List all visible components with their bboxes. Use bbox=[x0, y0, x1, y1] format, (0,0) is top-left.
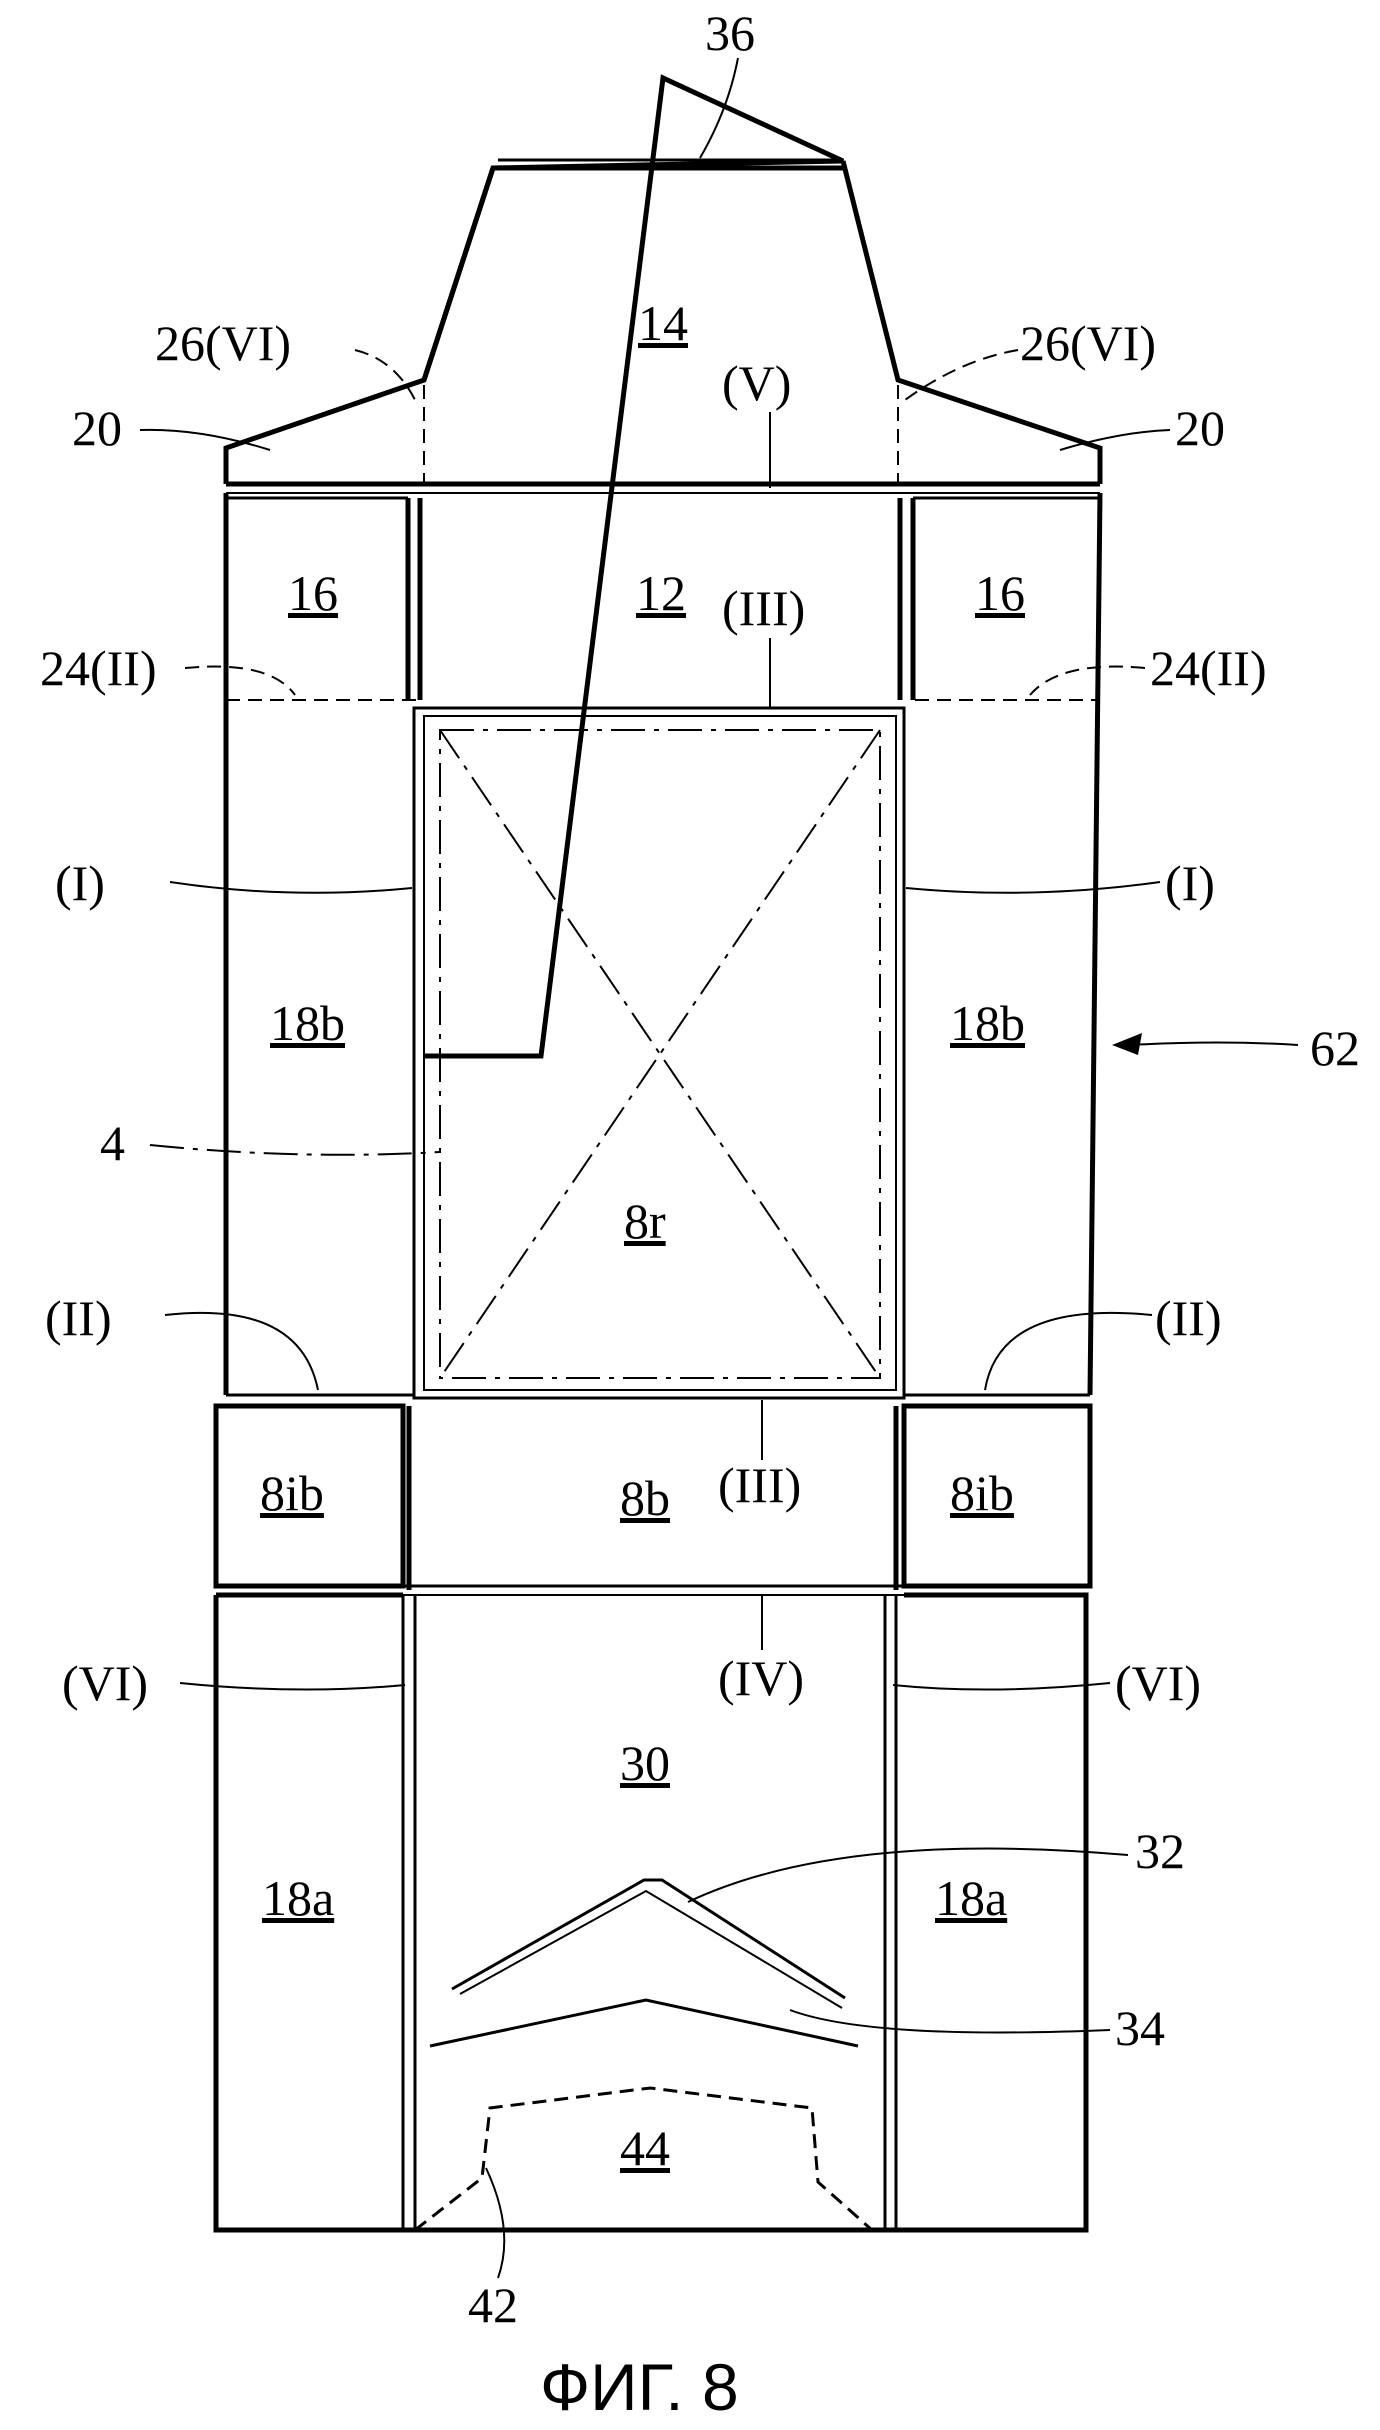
ref-I-right: (I) bbox=[1165, 855, 1215, 911]
panel-12: 12 bbox=[636, 565, 686, 621]
panel-14: 14 bbox=[638, 295, 688, 351]
ref-26-left: 26(VI) bbox=[155, 315, 291, 371]
ref-II-left: (II) bbox=[45, 1290, 112, 1346]
ref-III-top: (III) bbox=[722, 580, 805, 636]
panel-8ib-left: 8ib bbox=[260, 1465, 324, 1521]
panel-44: 44 bbox=[620, 2120, 670, 2176]
panel-8r: 8r bbox=[624, 1193, 666, 1249]
ref-42: 42 bbox=[468, 2277, 518, 2333]
ref-I-left: (I) bbox=[55, 855, 105, 911]
panel-8b: 8b bbox=[620, 1470, 670, 1526]
ref-IV: (IV) bbox=[718, 1650, 804, 1706]
ref-II-right: (II) bbox=[1155, 1290, 1222, 1346]
ref-24-right: 24(II) bbox=[1150, 640, 1267, 696]
ref-36: 36 bbox=[705, 5, 755, 61]
row-8b bbox=[213, 1403, 1093, 1596]
panel-16-left: 16 bbox=[288, 565, 338, 621]
ref-32: 32 bbox=[1135, 1823, 1185, 1879]
arrowhead-62 bbox=[1112, 1033, 1142, 1055]
ref-V: (V) bbox=[722, 355, 791, 411]
bottom-section bbox=[213, 1592, 1089, 2233]
ref-20-left: 20 bbox=[72, 400, 122, 456]
panel-8ib-right: 8ib bbox=[950, 1465, 1014, 1521]
panel-16-right: 16 bbox=[975, 565, 1025, 621]
ref-34: 34 bbox=[1115, 2000, 1165, 2056]
ref-4: 4 bbox=[100, 1115, 125, 1171]
panel-18b-left: 18b bbox=[270, 995, 345, 1051]
window-8r bbox=[226, 706, 1090, 1400]
ref-26-right: 26(VI) bbox=[1020, 315, 1156, 371]
panel-18b-right: 18b bbox=[950, 995, 1025, 1051]
ref-VI-left: (VI) bbox=[62, 1655, 148, 1711]
ref-III-bottom: (III) bbox=[718, 1457, 801, 1513]
panel-18a-right: 18a bbox=[935, 1870, 1007, 1926]
panel-30: 30 bbox=[620, 1735, 670, 1791]
ref-20-right: 20 bbox=[1175, 400, 1225, 456]
top-flap-14 bbox=[223, 74, 1103, 1059]
ref-24-left: 24(II) bbox=[40, 640, 157, 696]
ref-62: 62 bbox=[1310, 1020, 1360, 1076]
ref-VI-right: (VI) bbox=[1115, 1655, 1201, 1711]
panel-18a-left: 18a bbox=[262, 1870, 334, 1926]
figure-caption: ФИГ. 8 bbox=[540, 2350, 739, 2424]
blank-outline bbox=[223, 492, 1103, 1396]
